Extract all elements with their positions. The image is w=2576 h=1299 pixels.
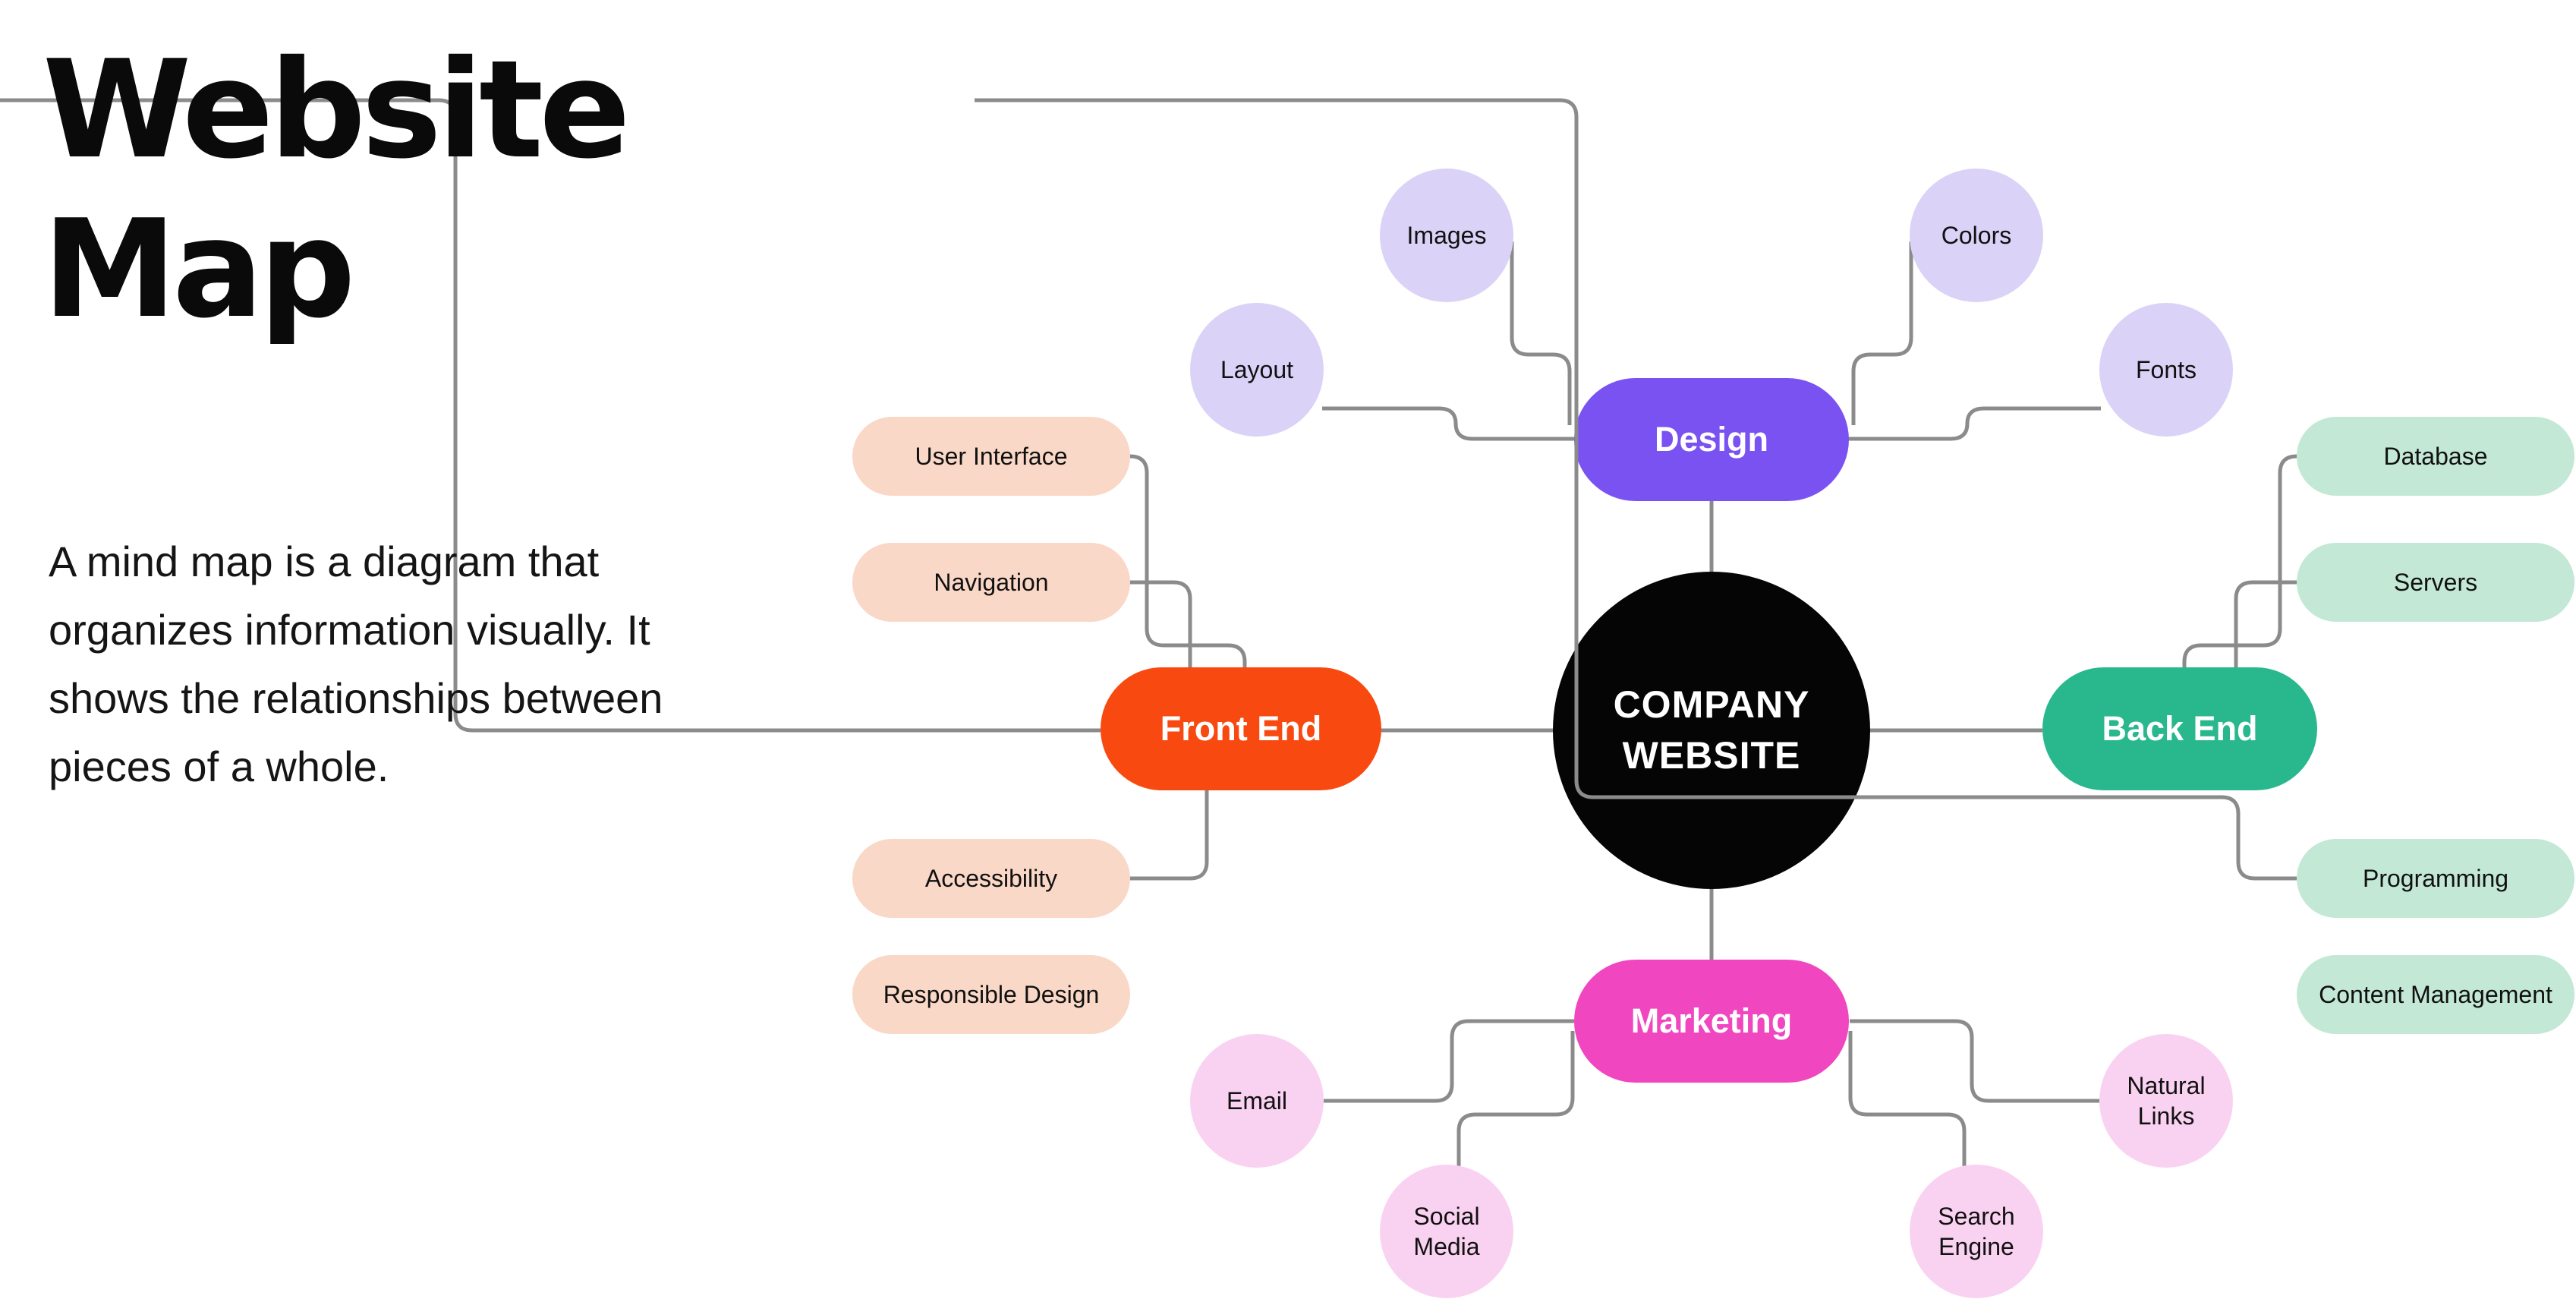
branch-design[interactable]: Design: [1574, 378, 1849, 501]
connector-fonts: [1847, 406, 2101, 441]
child-accessibility-label: Accessibility: [924, 864, 1058, 892]
connector-servers: [2234, 580, 2297, 668]
connector-programming-stray: [975, 98, 2297, 881]
branch-marketing[interactable]: Marketing: [1574, 960, 1849, 1083]
child-natural-links-label: Natural Links: [2127, 1072, 2206, 1130]
connector-layout: [1322, 406, 1576, 441]
child-natural-links[interactable]: Natural Links: [2099, 1034, 2233, 1168]
child-fonts[interactable]: Fonts: [2099, 303, 2233, 437]
child-fonts-label: Fonts: [2135, 356, 2197, 383]
child-database-label: Database: [2383, 442, 2488, 470]
child-navigation-label: Navigation: [934, 568, 1049, 596]
connector-social-media: [1456, 1031, 1575, 1166]
child-social-media[interactable]: Social Media: [1380, 1165, 1513, 1298]
child-accessibility[interactable]: Accessibility: [852, 839, 1130, 918]
child-social-media-label: Social Media: [1413, 1203, 1480, 1260]
branch-back-end-label: Back End: [2102, 709, 2258, 748]
child-servers[interactable]: Servers: [2297, 543, 2574, 622]
child-email[interactable]: Email: [1190, 1034, 1324, 1168]
center-node-company-website[interactable]: COMPANY WEBSITE: [1553, 572, 1870, 889]
child-search-engine[interactable]: Search Engine: [1910, 1165, 2043, 1298]
child-images-label: Images: [1406, 222, 1487, 249]
branch-marketing-label: Marketing: [1630, 1001, 1793, 1040]
child-responsible-design[interactable]: Responsible Design: [852, 955, 1130, 1034]
child-user-interface-label: User Interface: [915, 442, 1068, 470]
connector-frontend-center: [0, 98, 1554, 733]
connector-navigation: [1130, 580, 1192, 668]
child-servers-label: Servers: [2393, 568, 2478, 596]
child-images[interactable]: Images: [1380, 169, 1513, 302]
child-programming[interactable]: Programming: [2297, 839, 2574, 918]
connector-colors: [1851, 241, 1913, 425]
branch-front-end[interactable]: Front End: [1101, 667, 1381, 790]
child-content-management[interactable]: Content Management: [2297, 955, 2574, 1034]
page-title: Website Map: [43, 31, 631, 348]
connector-search-engine: [1848, 1031, 1967, 1166]
connector-email: [1324, 1019, 1574, 1103]
child-search-engine-label: Search Engine: [1938, 1203, 2015, 1260]
branch-design-label: Design: [1654, 420, 1769, 459]
child-navigation[interactable]: Navigation: [852, 543, 1130, 622]
connector-database: [2182, 454, 2297, 668]
connector-user-interface: [1129, 454, 1247, 668]
connector-natural-links: [1850, 1019, 2099, 1103]
connector-accessibility: [1130, 790, 1209, 881]
child-responsible-design-label: Responsible Design: [883, 980, 1100, 1008]
child-programming-label: Programming: [2362, 864, 2509, 892]
child-user-interface[interactable]: User Interface: [852, 417, 1130, 496]
connector-images: [1510, 241, 1572, 425]
child-email-label: Email: [1226, 1087, 1287, 1115]
branch-back-end[interactable]: Back End: [2042, 667, 2317, 790]
child-content-management-label: Content Management: [2319, 980, 2552, 1008]
child-database[interactable]: Database: [2297, 417, 2574, 496]
child-colors-label: Colors: [1941, 222, 2012, 249]
child-layout-label: Layout: [1220, 356, 1294, 383]
child-colors[interactable]: Colors: [1910, 169, 2043, 302]
branch-front-end-label: Front End: [1160, 709, 1322, 748]
child-layout[interactable]: Layout: [1190, 303, 1324, 437]
page-description: A mind map is a diagram that organizes i…: [49, 538, 663, 791]
